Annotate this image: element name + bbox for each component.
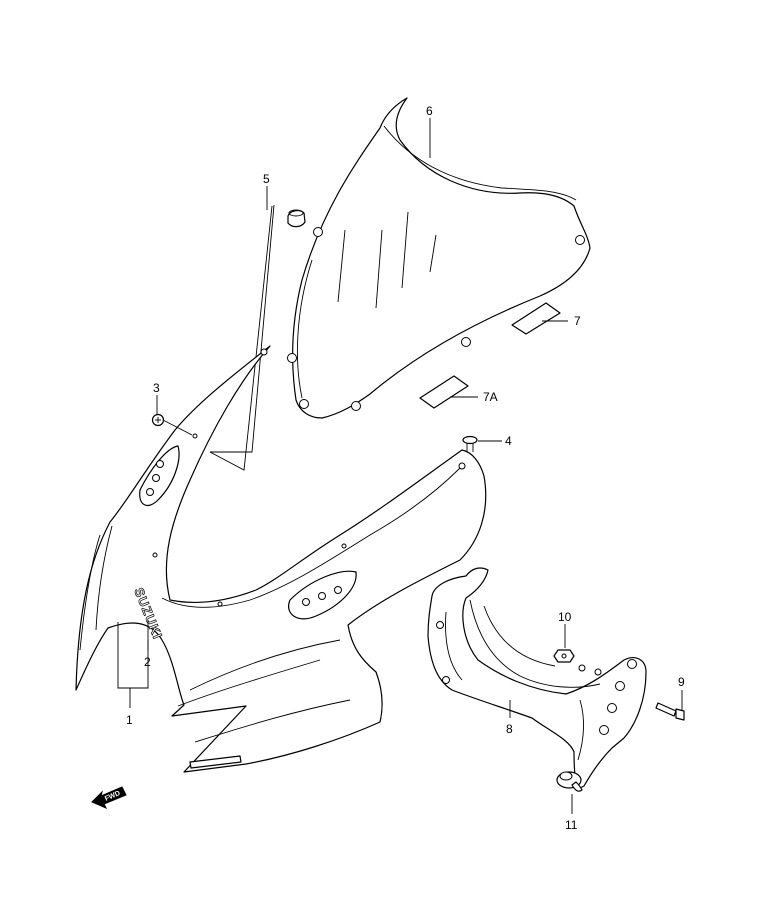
callout-8: 8: [506, 722, 513, 736]
tape-7: [511, 302, 561, 335]
forward-arrow-icon: FWD: [91, 786, 127, 809]
callout-11: 11: [565, 818, 578, 832]
callout-3: 3: [153, 381, 160, 395]
cowling-bracket: [427, 567, 647, 791]
leader-lines: [117, 118, 683, 814]
screw-3: [151, 413, 165, 427]
screw-5: [287, 209, 306, 228]
grommet-11: [556, 771, 583, 792]
upper-cowling: [75, 345, 487, 773]
tape-7a: [419, 375, 469, 409]
callout-2: 2: [144, 655, 151, 669]
callout-7a: 7A: [483, 390, 498, 404]
callout-10: 10: [558, 610, 572, 624]
screw-4: [462, 435, 478, 452]
callout-6: 6: [426, 104, 433, 118]
nut-10: [553, 649, 575, 663]
callout-9: 9: [678, 675, 685, 689]
windscreen: [287, 97, 591, 419]
callout-7: 7: [574, 314, 581, 328]
bolt-9: [655, 702, 685, 721]
callout-4: 4: [505, 434, 512, 448]
guide-line-5: [209, 204, 275, 471]
callout-5: 5: [263, 172, 270, 186]
callout-1: 1: [126, 713, 133, 727]
